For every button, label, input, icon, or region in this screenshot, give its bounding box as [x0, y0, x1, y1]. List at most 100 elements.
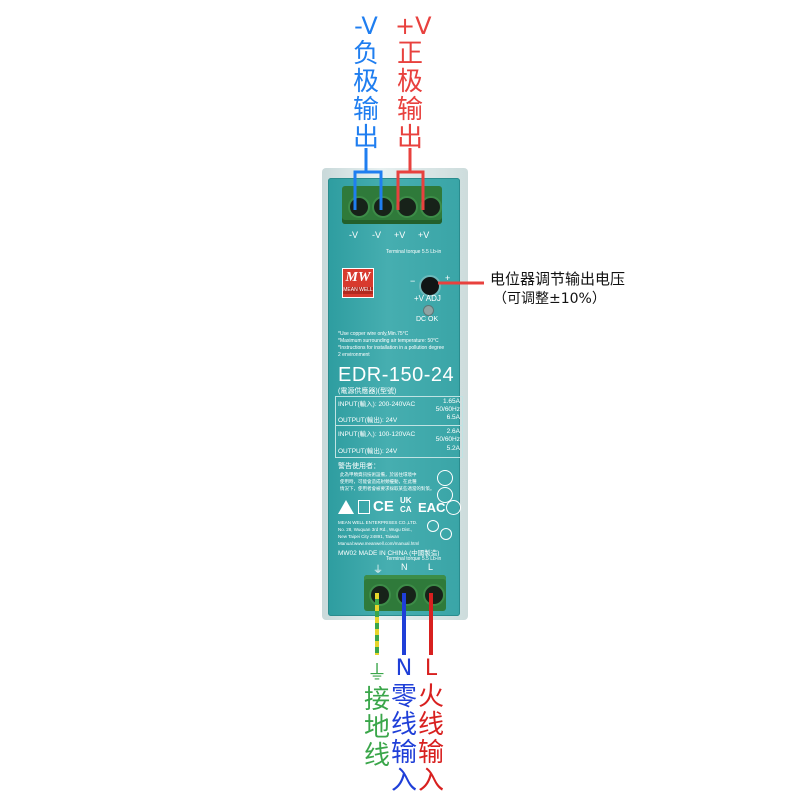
- spec-left: OUTPUT(輸出): 24V: [338, 417, 398, 424]
- earth-char: 线: [363, 741, 390, 771]
- neutral-letter: N: [395, 656, 413, 681]
- terminal-label: -V: [349, 230, 358, 240]
- bottom-terminal-screw: [369, 584, 391, 606]
- bottom-terminal-screw: [396, 584, 418, 606]
- spec-right: 2.6A: [446, 428, 460, 435]
- installation-note: *Instructions for installation in a poll…: [338, 345, 445, 351]
- pos-output-label: +V 正 极 输 出: [395, 12, 432, 153]
- terminal-label: -V: [372, 230, 381, 240]
- address-line: New Taipei City 24891, Taiwan: [338, 534, 400, 539]
- live-char: 输: [417, 738, 444, 768]
- pos-output-char: 正: [396, 39, 423, 69]
- neg-output-char: 输: [352, 95, 379, 125]
- torque-note-bottom: Terminal torque 5.5 Lb-in: [386, 556, 442, 562]
- voltage-adjust-knob[interactable]: [419, 275, 441, 297]
- spec-row: INPUT(輸入): 200-240VAC 1.65A 50/60Hz: [338, 398, 460, 413]
- pos-output-char: 出: [396, 123, 423, 153]
- adjust-plus-sign: +: [445, 273, 451, 283]
- company-name: MEAN WELL ENTERPRISES CO.,LTD.: [338, 520, 418, 525]
- adjust-callout-range: （可调整±10%）: [493, 291, 606, 307]
- installation-note: *Maximum surrounding air temperature: 50…: [338, 338, 439, 344]
- spec-right: 5.2A: [446, 445, 460, 452]
- installation-note: 2 environment: [338, 352, 370, 358]
- earth-icon: ⏚: [367, 660, 387, 684]
- spec-box: [335, 396, 463, 458]
- spec-left: INPUT(輸入): 100-120VAC: [338, 431, 416, 438]
- dc-ok-label: DC OK: [416, 316, 439, 323]
- neutral-label: N 零 线 输 入: [389, 655, 419, 795]
- cert-round-mark: [427, 520, 439, 532]
- terminal-label: L: [428, 562, 434, 572]
- model-subtitle: (電源供應器)(型號): [338, 388, 397, 395]
- bottom-terminal-screw: [423, 584, 445, 606]
- pos-output-char: 输: [396, 95, 423, 125]
- top-terminal-screw: [420, 196, 442, 218]
- earth-label: ⏚ 接 地 线: [362, 658, 392, 770]
- neutral-char: 线: [390, 710, 417, 740]
- live-char: 火: [417, 682, 444, 712]
- ukca-mark: UK CA: [400, 496, 412, 514]
- spec-right-sub: 50/60Hz: [435, 436, 460, 443]
- adjust-minus-sign: −: [410, 276, 416, 286]
- neg-output-label: -V 负 极 输 出: [351, 12, 381, 152]
- neg-output-char: 极: [352, 67, 379, 97]
- neutral-char: 入: [390, 766, 417, 796]
- warning-text: 使用時，可能會造成射頻擾動，在此種: [340, 479, 417, 484]
- dc-ok-led: [423, 305, 434, 316]
- live-char: 线: [417, 710, 444, 740]
- warning-text: 此為甲類資訊技術設備，於居住環境中: [340, 472, 417, 477]
- warning-text: 情況下，使用者會被要求採取某些適當的對策。: [340, 486, 435, 491]
- spec-right: 1.65A: [443, 398, 460, 405]
- spec-row: INPUT(輸入): 100-120VAC 2.6A 50/60Hz: [338, 428, 460, 443]
- cert-round-mark: [446, 500, 461, 515]
- made-in-label: MW02 MADE IN CHINA (中國製造): [338, 550, 440, 557]
- neg-output-char: 负: [352, 39, 379, 69]
- spec-divider: [335, 425, 462, 426]
- model-number: EDR-150-24: [338, 364, 455, 386]
- ce-mark: CE: [373, 498, 394, 515]
- adjust-callout-title: 电位器调节输出电压: [490, 270, 626, 288]
- terminal-label: +V: [418, 230, 430, 240]
- torque-note-top: Terminal torque 5.5 Lb-in: [386, 249, 442, 255]
- live-letter: L: [424, 656, 438, 681]
- earth-char: 地: [363, 713, 390, 743]
- terminal-label: +V: [394, 230, 406, 240]
- recycle-bin-icon: [358, 500, 370, 514]
- power-supply-body: [328, 178, 460, 616]
- earth-char: 接: [363, 685, 390, 715]
- adjust-label: +V ADJ: [414, 294, 441, 303]
- brand-logo: MW MEAN WELL: [342, 268, 374, 298]
- pos-output-char: 极: [396, 67, 423, 97]
- pos-output-sign: +V: [395, 12, 432, 40]
- brand-logo-text: MEAN WELL: [343, 287, 373, 294]
- address-line: No. 28, Wuquan 3rd Rd., Wugu Dist.,: [338, 527, 413, 532]
- top-terminal-screw: [372, 196, 394, 218]
- spec-right-sub: 50/60Hz: [435, 406, 460, 413]
- pos-output-wire: [396, 170, 425, 210]
- terminal-label: N: [401, 562, 408, 572]
- spec-left: INPUT(輸入): 200-240VAC: [338, 401, 416, 408]
- cert-round-mark: [437, 487, 453, 503]
- brand-logo-mark: MW: [345, 270, 371, 285]
- spec-row: OUTPUT(輸出): 24V 6.5A: [338, 414, 460, 424]
- neg-output-char: 出: [352, 123, 379, 153]
- terminal-label: ⏚: [373, 565, 383, 576]
- spec-right: 6.5A: [446, 414, 460, 421]
- live-label: L 火 线 输 入: [416, 655, 446, 795]
- spec-left: OUTPUT(輸出): 24V: [338, 448, 398, 455]
- neutral-char: 零: [390, 682, 417, 712]
- warning-title: 警告使用者：: [338, 463, 380, 470]
- installation-note: *Use copper wire only,Min.75°C: [338, 331, 409, 337]
- neg-output-sign: -V: [354, 12, 378, 40]
- neg-output-wire: [353, 170, 383, 210]
- warning-triangle-icon: [338, 500, 354, 514]
- neutral-char: 输: [390, 738, 417, 768]
- cert-round-mark: [440, 528, 452, 540]
- eac-mark: EAC: [418, 500, 446, 515]
- spec-row: OUTPUT(輸出): 24V 5.2A: [338, 445, 460, 455]
- live-char: 入: [417, 766, 444, 796]
- cert-round-mark: [437, 470, 453, 486]
- manual-url: Manual:www.meanwell.com/manual.html: [338, 541, 420, 546]
